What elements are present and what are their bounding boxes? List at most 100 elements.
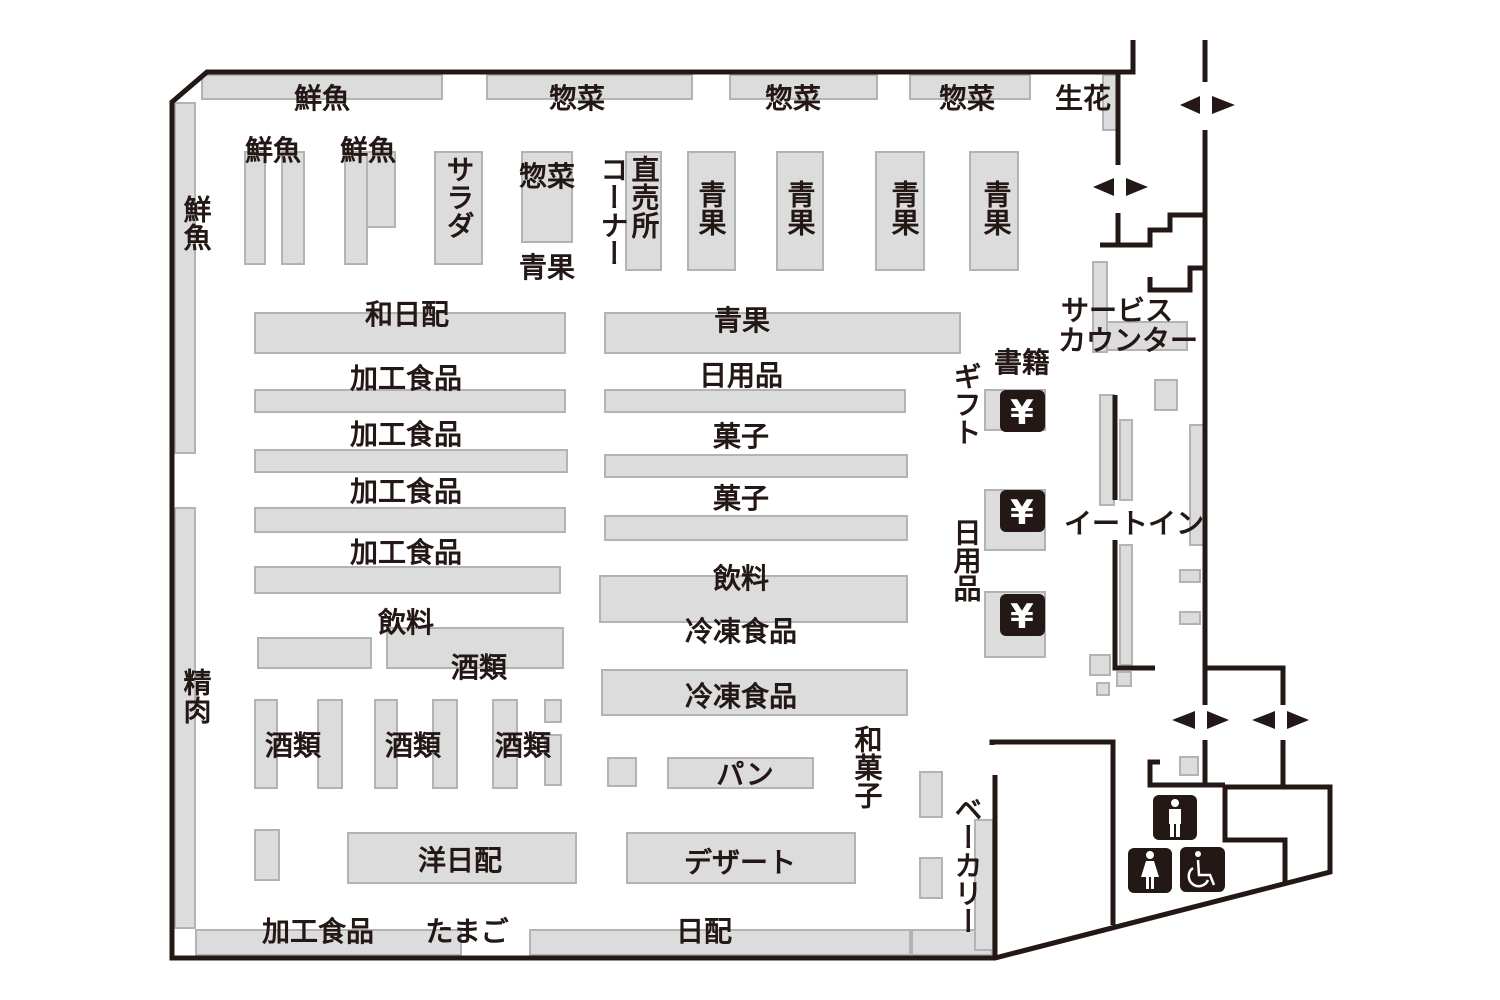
shelf [776,151,824,271]
label-processed-3: 加工食品 [350,475,462,508]
shelf [254,699,278,789]
shelf [1096,682,1110,696]
shelf [174,507,196,929]
walls [169,40,1333,961]
shelf [434,151,483,265]
shelf [529,929,911,956]
shelf [604,389,906,413]
shelf [254,566,561,594]
label-bread: パン [716,758,773,791]
shelf [1179,569,1201,583]
registers: ¥ ¥ ¥ [1000,390,1045,637]
shelf [667,757,814,789]
shelf [687,151,736,271]
label-deli-1: 惣菜 [549,82,605,115]
label-fish-b: 鮮魚 [340,134,396,167]
label-service-counter-2: カウンター [1058,324,1198,357]
label-produce-4: 青果 [980,180,1013,236]
label-deli-2: 惣菜 [765,82,821,115]
label-western-daily: 洋日配 [418,844,502,877]
label-processed-2: 加工食品 [350,418,462,451]
shelf [195,929,462,956]
shelf [486,74,693,100]
register-icon: ¥ [1000,390,1045,433]
shelf [1154,379,1178,411]
label-processed-bottom: 加工食品 [262,915,374,948]
label-eggs: たまご [425,915,508,948]
shelf [244,151,266,265]
shelf [1179,756,1199,776]
shelf [544,734,562,786]
label-japanese-daily: 和日配 [365,298,449,331]
label-produce-1: 青果 [695,180,728,236]
shelf [1119,544,1133,666]
shelf [492,699,518,789]
shelf [344,151,368,265]
shelf [607,757,637,787]
shelf [909,74,1031,100]
label-salad: サラダ [443,155,476,239]
label-corner: コーナー [597,155,630,267]
register-icon: ¥ [1000,490,1045,533]
shelf [1089,654,1111,676]
label-liquor-2: 酒類 [385,729,442,762]
label-produce-long: 青果 [714,304,770,337]
label-flowers: 生花 [1055,82,1111,115]
shelf [1106,321,1188,351]
label-frozen-1: 冷凍食品 [685,615,797,648]
register-symbol: ¥ [1010,493,1034,533]
label-produce-3: 青果 [888,180,921,236]
label-fish-a: 鮮魚 [245,134,301,167]
label-direct-sales: 直売所 [628,155,661,240]
shelf [601,669,908,716]
shelf [254,312,566,354]
label-daily-goods: 日用品 [699,359,783,392]
shelf [1099,394,1115,506]
shelf [432,699,458,789]
label-liquor-main: 酒類 [451,651,508,684]
shelf [366,151,396,228]
shelf [257,637,372,669]
shelf [1092,261,1108,353]
label-gift: ギフト [950,362,983,446]
label-wagashi: 和菓子 [851,725,884,809]
label-sweets-1: 菓子 [712,420,769,453]
shelf [544,699,562,723]
shelf [919,857,943,899]
shelf [604,454,908,478]
register-symbol: ¥ [1010,597,1034,637]
shelf [599,575,908,623]
shelf [254,449,568,473]
label-deli-4: 惣菜 [519,160,575,193]
label-meat: 精肉 [180,668,213,724]
label-daily-bottom: 日配 [676,915,732,948]
shelf [604,312,961,354]
label-frozen-2: 冷凍食品 [685,680,797,713]
label-dessert: デザート [684,846,796,879]
shelf [347,832,577,884]
shelf [254,829,280,881]
label-eat-in: イートイン [1064,507,1204,540]
label-service-counter-1: サービス [1061,294,1173,327]
shelf [281,151,305,265]
label-deli-3: 惣菜 [939,82,995,115]
mens-restroom-icon [1153,795,1197,840]
label-liquor-3: 酒類 [495,729,552,762]
label-liquor-1: 酒類 [265,729,322,762]
womens-restroom-icon [1128,848,1172,893]
shelf [521,151,573,243]
label-sweets-2: 菓子 [712,482,769,515]
shelf [1119,419,1133,501]
shelf [386,627,564,669]
label-processed-4: 加工食品 [350,536,462,569]
shelf [317,699,343,789]
label-fish-top: 鮮魚 [294,82,350,115]
accessible-restroom-icon [1180,847,1225,892]
label-produce-2: 青果 [784,180,817,236]
shelf [875,151,925,271]
label-processed-1: 加工食品 [350,362,462,395]
label-drinks-right: 飲料 [713,562,769,595]
shelf [626,832,856,884]
department-labels: 鮮魚惣菜惣菜惣菜生花鮮魚鮮魚鮮魚サラダ惣菜青果直売所コーナー青果青果青果青果和日… [180,82,1205,948]
